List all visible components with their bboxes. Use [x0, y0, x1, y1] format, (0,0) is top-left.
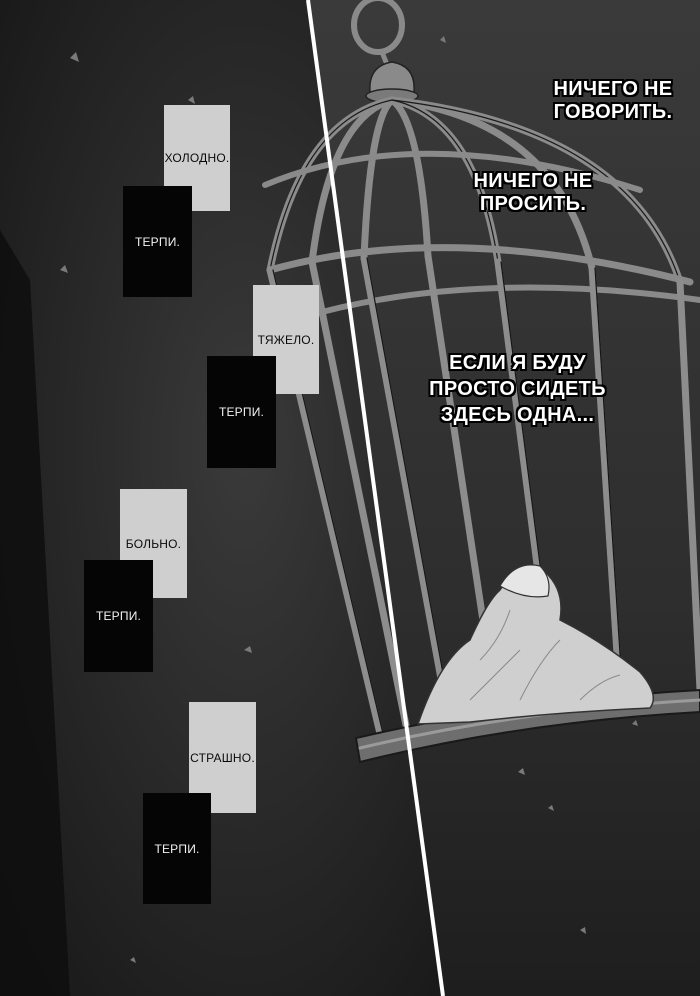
cage-ring	[351, 0, 405, 55]
huddled-girl-figure	[416, 564, 655, 725]
left-shadow	[0, 230, 70, 996]
narration-sit-alone: ЕСЛИ Я БУДУ ПРОСТО СИДЕТЬ ЗДЕСЬ ОДНА...	[429, 352, 606, 426]
caption-cold-text: ХОЛОДНО.	[164, 151, 230, 165]
narration-ask-nothing: НИЧЕГО НЕ ПРОСИТЬ.	[473, 170, 593, 215]
caption-hurts-text: БОЛЬНО.	[125, 536, 182, 551]
cage-finial	[369, 61, 415, 93]
caption-bear-1-text: ТЕРПИ.	[134, 234, 181, 249]
panel-divider	[306, 0, 445, 996]
caption-bear-3: ТЕРПИ.	[84, 560, 153, 672]
caption-bear-3-text: ТЕРПИ.	[95, 609, 142, 623]
narration-say-nothing: НИЧЕГО НЕ ГОВОРИТЬ.	[553, 78, 673, 123]
cage-ring-middle	[266, 244, 694, 286]
caption-bear-2-text: ТЕРПИ.	[218, 405, 265, 419]
caption-scary-text: СТРАШНО.	[190, 750, 255, 765]
cage-ring-upper	[262, 150, 643, 193]
caption-bear-2: ТЕРПИ.	[207, 356, 276, 468]
caption-bear-4-text: ТЕРПИ.	[154, 841, 200, 856]
cage-ring-lower	[297, 284, 700, 321]
left-panel-background	[0, 0, 443, 996]
floating-petals	[60, 36, 638, 963]
caption-bear-4: ТЕРПИ.	[143, 793, 211, 904]
caption-bear-1: ТЕРПИ.	[123, 186, 192, 297]
caption-heavy-text: ТЯЖЕЛО.	[257, 332, 315, 347]
